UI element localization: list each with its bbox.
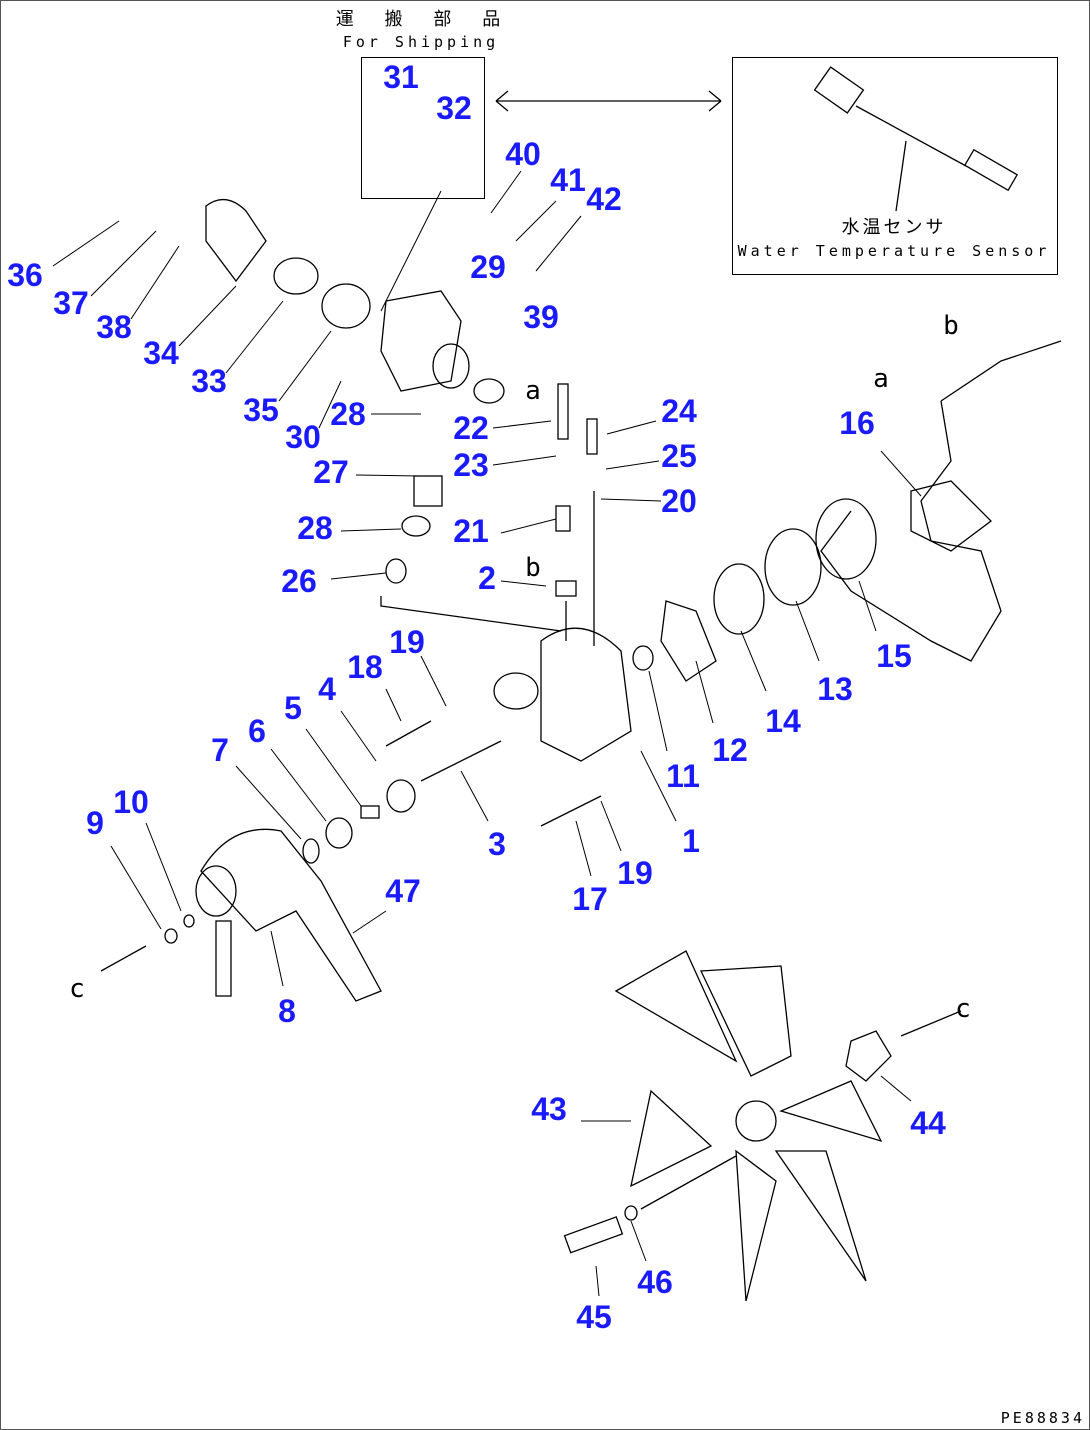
callout-44: 44 <box>910 1105 946 1141</box>
callout-11: 11 <box>666 758 700 794</box>
callout-6: 6 <box>248 713 266 749</box>
callout-46: 46 <box>637 1264 673 1300</box>
callout-19: 19 <box>389 624 425 660</box>
callout-39: 39 <box>523 299 559 335</box>
callout-45: 45 <box>576 1299 612 1335</box>
callout-13: 13 <box>817 671 853 707</box>
cooling-fan <box>563 950 892 1302</box>
callout-29: 29 <box>470 249 506 285</box>
callout-32: 32 <box>436 90 472 126</box>
callout-21: 21 <box>453 513 489 549</box>
callout-10: 10 <box>113 784 149 820</box>
callout-40: 40 <box>505 136 541 172</box>
callout-37: 37 <box>53 285 89 321</box>
callout-8: 8 <box>278 993 296 1029</box>
callout-35: 35 <box>243 392 279 428</box>
callout-43: 43 <box>531 1091 567 1127</box>
callout-28: 28 <box>330 396 366 432</box>
callout-23: 23 <box>453 447 489 483</box>
callout-25: 25 <box>661 438 697 474</box>
leader-lines <box>52 170 922 1297</box>
callout-47: 47 <box>385 873 421 909</box>
callout-31: 31 <box>383 59 419 95</box>
callout-38: 38 <box>96 309 132 345</box>
pulley-and-belt <box>100 720 962 1037</box>
callout-12: 12 <box>712 732 748 768</box>
callout-30: 30 <box>285 419 321 455</box>
callout-27: 27 <box>313 454 349 490</box>
sensor-box <box>732 57 1058 275</box>
callout-3: 3 <box>488 826 506 862</box>
view-letter-c: c <box>69 974 85 1004</box>
callout-20: 20 <box>661 483 697 519</box>
impeller-and-seals <box>632 498 877 682</box>
callout-5: 5 <box>284 690 302 726</box>
callout-36: 36 <box>7 257 43 293</box>
thermostat-housing <box>205 199 505 404</box>
view-letter-b2: b <box>943 311 959 341</box>
shipping-caption-jp: 運 搬 部 品 <box>335 9 511 30</box>
view-letter-a2: a <box>873 364 889 394</box>
callout-18: 18 <box>347 649 383 685</box>
callout-26: 26 <box>281 563 317 599</box>
view-letter-b: b <box>525 553 541 583</box>
sensor-caption-jp: 水温センサ <box>841 217 947 238</box>
double-arrow <box>495 90 722 112</box>
callout-19b: 19 <box>617 855 653 891</box>
callout-42: 42 <box>586 181 622 217</box>
callout-22: 22 <box>453 410 489 446</box>
callout-14: 14 <box>765 703 801 739</box>
callout-24: 24 <box>661 393 697 429</box>
sensor-caption-en: Water Temperature Sensor <box>737 242 1051 260</box>
callout-4: 4 <box>318 671 336 707</box>
drawing-code: PE88834 <box>1000 1409 1085 1427</box>
callout-17: 17 <box>572 881 608 917</box>
callout-2: 2 <box>478 560 496 596</box>
water-pump <box>380 383 632 762</box>
water-temperature-sensor <box>813 66 1019 212</box>
shipping-parts-box <box>361 57 485 199</box>
view-letter-c2: c <box>955 994 971 1024</box>
callout-7: 7 <box>211 732 229 768</box>
engine-block <box>820 340 1062 662</box>
callout-33: 33 <box>191 363 227 399</box>
callout-15: 15 <box>876 638 912 674</box>
shipping-caption-en: For Shipping <box>342 33 500 51</box>
callout-28b: 28 <box>297 510 333 546</box>
callout-1: 1 <box>682 823 700 859</box>
callout-41: 41 <box>550 162 586 198</box>
view-letter-a: a <box>525 376 541 406</box>
callout-9: 9 <box>86 805 104 841</box>
callout-16: 16 <box>839 405 875 441</box>
callout-34: 34 <box>143 335 179 371</box>
